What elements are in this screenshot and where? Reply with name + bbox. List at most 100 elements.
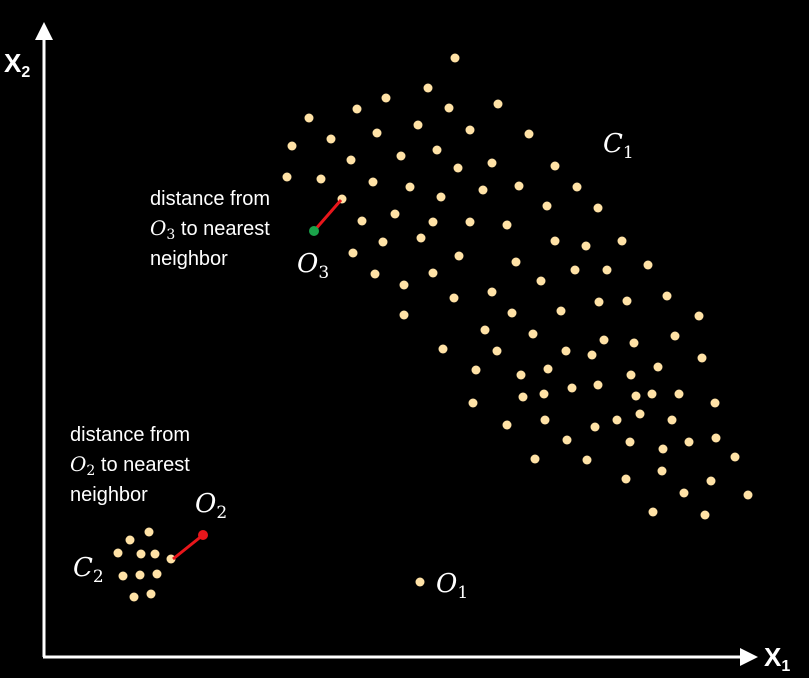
data-point [478, 185, 488, 195]
x-axis-label: X1 [764, 642, 790, 675]
data-point [405, 182, 415, 192]
data-point [399, 280, 409, 290]
data-point [432, 145, 442, 155]
data-point [711, 433, 721, 443]
data-point [471, 365, 481, 375]
data-point [502, 420, 512, 430]
data-point [694, 311, 704, 321]
data-point [635, 409, 645, 419]
data-point [593, 380, 603, 390]
data-point [550, 236, 560, 246]
data-point [287, 141, 297, 151]
data-point [487, 287, 497, 297]
data-point [567, 383, 577, 393]
data-point [346, 155, 356, 165]
data-point [562, 435, 572, 445]
x-axis-arrow [740, 648, 758, 666]
data-point [581, 241, 591, 251]
data-point [316, 174, 326, 184]
outlier-o2-label: O2 [195, 489, 227, 523]
data-point [326, 134, 336, 144]
data-point [629, 338, 639, 348]
data-point [617, 236, 627, 246]
data-point [599, 335, 609, 345]
data-point [368, 177, 378, 187]
data-point [136, 549, 146, 559]
data-point [684, 437, 694, 447]
data-point [507, 308, 517, 318]
data-point [449, 293, 459, 303]
data-point [743, 490, 753, 500]
data-point [710, 398, 720, 408]
data-point [528, 329, 538, 339]
y-axis-label: X2 [4, 48, 30, 81]
o3-note-line3: neighbor [150, 248, 228, 270]
data-point [582, 455, 592, 465]
data-point [587, 350, 597, 360]
data-point [390, 209, 400, 219]
o3-annotation: distance from O3 to nearest neighbor [150, 188, 270, 270]
data-point [648, 507, 658, 517]
data-point [539, 389, 549, 399]
data-point [561, 346, 571, 356]
data-point [542, 201, 552, 211]
cluster-c2-points [113, 527, 176, 602]
data-point [570, 265, 580, 275]
data-point [697, 353, 707, 363]
data-point [556, 306, 566, 316]
data-point [152, 569, 162, 579]
o2-note-line3: neighbor [70, 484, 148, 506]
data-point [631, 391, 641, 401]
data-point [436, 192, 446, 202]
data-point [465, 125, 475, 135]
o3-distance-line [312, 199, 343, 232]
data-point [594, 297, 604, 307]
data-point [146, 589, 156, 599]
data-point [453, 163, 463, 173]
data-point [612, 415, 622, 425]
cluster-c2-label: C2 [73, 553, 104, 587]
data-point [524, 129, 534, 139]
data-point [662, 291, 672, 301]
data-point [450, 53, 460, 63]
data-point [352, 104, 362, 114]
data-point [670, 331, 680, 341]
data-point [593, 203, 603, 213]
data-point [621, 474, 631, 484]
data-point [658, 444, 668, 454]
data-point [468, 398, 478, 408]
data-point [357, 216, 367, 226]
data-point [399, 310, 409, 320]
data-point [113, 548, 123, 558]
data-point [653, 362, 663, 372]
data-point [514, 181, 524, 191]
data-point [700, 510, 710, 520]
data-point [144, 527, 154, 537]
o2-note-line1: distance from [70, 424, 190, 446]
data-point [413, 120, 423, 130]
data-point [511, 257, 521, 267]
data-point [667, 415, 677, 425]
data-point [647, 389, 657, 399]
data-point [674, 389, 684, 399]
data-point [679, 488, 689, 498]
data-point [465, 217, 475, 227]
data-point [590, 422, 600, 432]
data-point [125, 535, 135, 545]
data-point [438, 344, 448, 354]
data-point [730, 452, 740, 462]
o3-note-line2: O3 to nearest [150, 216, 270, 243]
cluster-c1-points [282, 53, 753, 520]
data-point [150, 549, 160, 559]
data-point [348, 248, 358, 258]
cluster-c1-label: C1 [603, 129, 634, 163]
data-point [543, 364, 553, 374]
data-point [502, 220, 512, 230]
data-point [492, 346, 502, 356]
outlier-o1-point [415, 577, 425, 587]
data-point [487, 158, 497, 168]
data-point [444, 103, 454, 113]
data-point [129, 592, 139, 602]
data-point [643, 260, 653, 270]
